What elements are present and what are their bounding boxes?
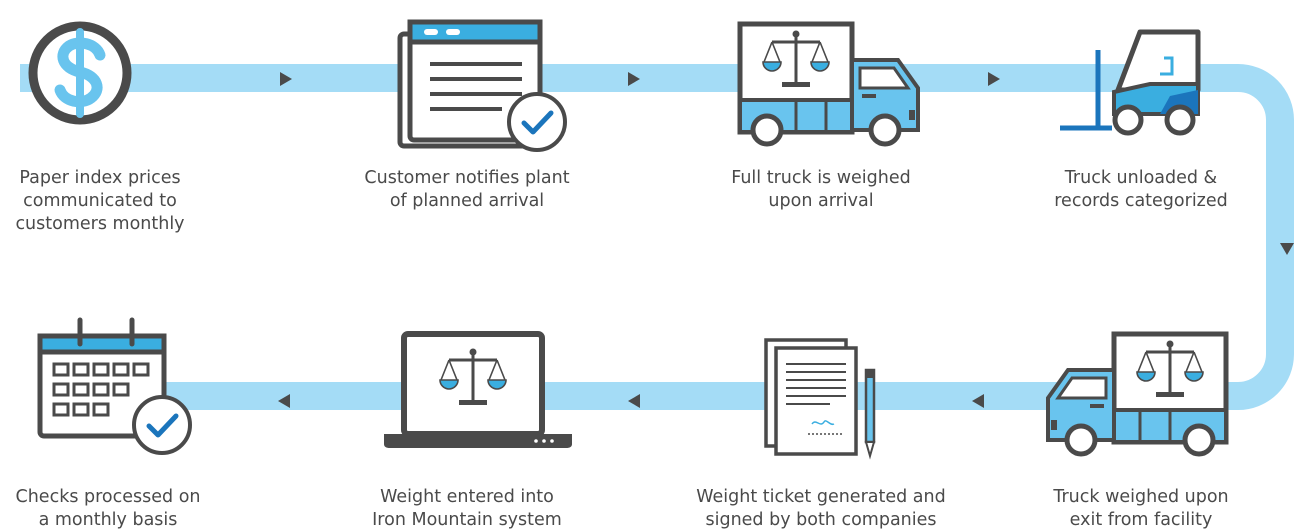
arrow-down-icon xyxy=(1280,243,1294,255)
signed-document-icon xyxy=(764,338,876,460)
arrow-right-icon xyxy=(280,72,292,86)
laptop-scale-icon xyxy=(384,331,572,448)
arrow-left-icon xyxy=(278,394,290,408)
flow-band xyxy=(20,64,1294,410)
step-caption: Weight entered into Iron Mountain system xyxy=(372,487,562,530)
arrow-right-icon xyxy=(628,72,640,86)
dollar-circle-icon xyxy=(28,21,132,125)
forklift-icon xyxy=(1060,29,1201,136)
document-check-icon xyxy=(397,19,565,150)
step-caption: Checks processed on a monthly basis xyxy=(15,487,201,530)
step-caption: Truck unloaded & records categorized xyxy=(1054,168,1228,211)
truck-scale-icon xyxy=(1046,331,1229,457)
calendar-check-icon xyxy=(37,317,190,453)
step-caption: Customer notifies plant of planned arriv… xyxy=(364,168,570,211)
step-caption: Truck weighed upon exit from facility xyxy=(1053,487,1229,530)
step-caption: Paper index prices communicated to custo… xyxy=(15,168,185,234)
step-caption: Weight ticket generated and signed by bo… xyxy=(696,487,946,530)
truck-scale-icon xyxy=(737,21,920,147)
step-caption: Full truck is weighed upon arrival xyxy=(731,168,911,211)
arrow-left-icon xyxy=(628,394,640,408)
arrow-left-icon xyxy=(972,394,984,408)
arrow-right-icon xyxy=(988,72,1000,86)
